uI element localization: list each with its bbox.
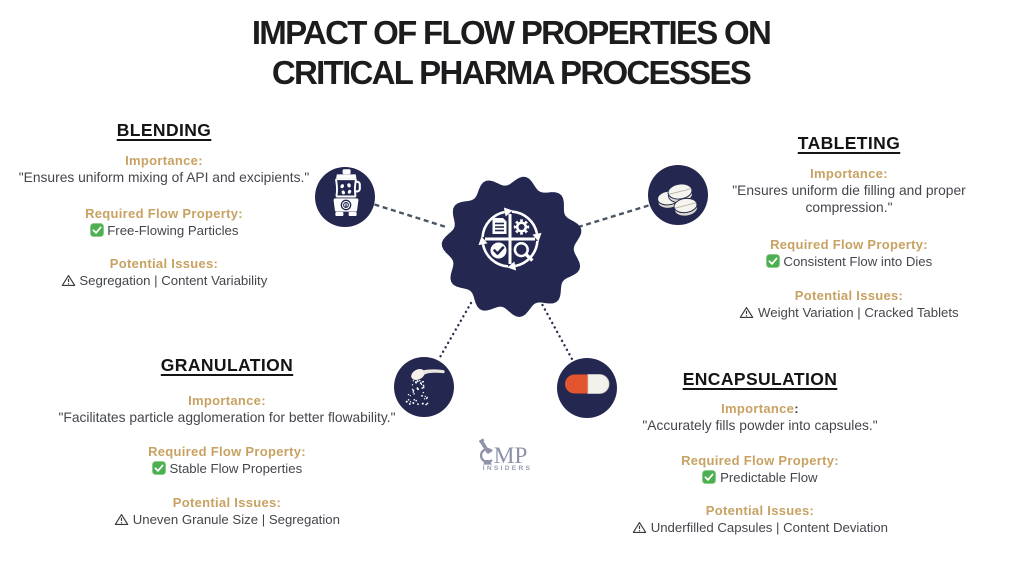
svg-text:MP: MP (494, 443, 528, 466)
